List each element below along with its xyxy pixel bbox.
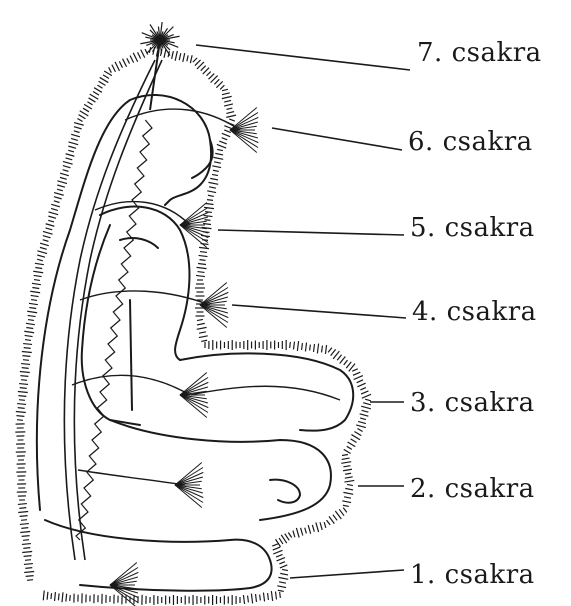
chakra-label-4: 4. csakra <box>412 297 537 327</box>
leader-line-4 <box>232 305 406 318</box>
chakra-label-3: 3. csakra <box>410 388 535 418</box>
chakra-label-7: 7. csakra <box>417 38 542 68</box>
leader-line-6 <box>272 128 402 150</box>
leader-line-5 <box>218 230 404 235</box>
spine-channel <box>64 60 162 560</box>
body-outline <box>37 95 353 591</box>
chakra-label-1: 1. csakra <box>410 560 535 590</box>
chakra-rays <box>110 108 258 606</box>
energy-channels <box>72 109 340 485</box>
chakra-label-5: 5. csakra <box>410 213 535 243</box>
leader-lines <box>196 45 410 578</box>
aura-outline <box>15 47 371 605</box>
leader-line-7 <box>196 45 410 70</box>
chakra-label-2: 2. csakra <box>410 474 535 504</box>
chakra-label-6: 6. csakra <box>408 127 533 157</box>
leader-line-1 <box>290 570 404 578</box>
